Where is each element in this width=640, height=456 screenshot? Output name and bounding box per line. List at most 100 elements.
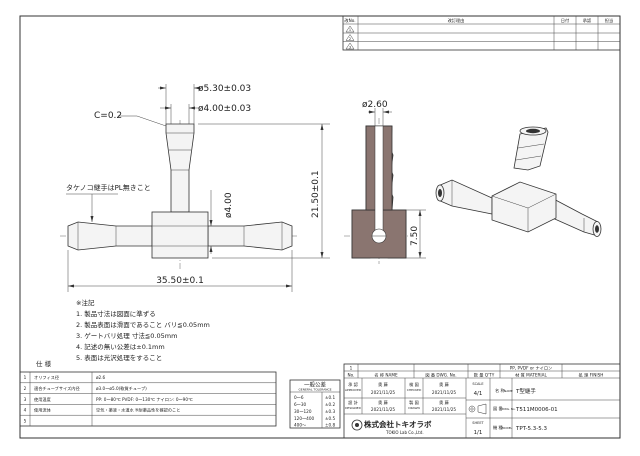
hdr-drawing: 図 番 DWG. No. [425, 372, 456, 379]
tol-range-5: 400〜 [294, 423, 306, 428]
rev-header-charge: 担当 [605, 17, 613, 24]
checked-label: 検 図 [409, 381, 419, 388]
spec-value-2: ø3.0〜ø5.0(軟質チューブ) [96, 385, 147, 392]
model-en: MODEL [502, 426, 513, 430]
parts-material-value: PP, PVDF or ナイロン [510, 366, 552, 372]
revision-triangle-2: 2 [345, 34, 355, 41]
note-5: 5. 表面は光沢処理をすること [76, 353, 162, 362]
spec-value-4: 空気・薬液・水道水 ※耐薬品性を確認のこと [96, 407, 180, 414]
svg-text:3: 3 [349, 45, 351, 49]
notes-block: ※注記 1. 製品寸法は図面に準ずる 2. 製品表面は滑面であること バリ≦0.… [76, 298, 210, 362]
front-view-dimensions: ø5.30±0.03 ø4.00±0.03 C=0.2 タケノコ継手はPL無きこ… [66, 84, 330, 292]
product-name: T型継手 [515, 387, 536, 395]
designed-label: 設 計 [348, 399, 358, 406]
dim-width: 35.50±0.1 [156, 276, 204, 286]
title-block: 1 PP, PVDF or ナイロン No. 名 称 NAME 図 番 DWG.… [343, 363, 621, 439]
tol-range-4: 120〜400 [294, 416, 315, 421]
spec-value-1: ø2.6 [96, 375, 106, 380]
designed-date: 2021/11/25 [371, 407, 395, 412]
drawn-date: 2021/11/25 [432, 407, 456, 412]
designed-sign: 奥 藤 [378, 399, 389, 406]
note-3: 3. ゲートバリ処理 寸法≦0.05mm [76, 331, 177, 340]
front-view [60, 120, 298, 270]
approved-en: APPROVED [345, 388, 362, 392]
dim-side-height: 7.50 [410, 226, 420, 246]
scale-label: SCALE [472, 382, 483, 386]
spec-title: 仕 様 [36, 359, 52, 368]
scale-value: 4/1 [474, 391, 483, 397]
name-label: 名 称 [495, 387, 505, 394]
checked-sign: 奥 藤 [439, 381, 450, 388]
tol-value-1: ±0.1 [325, 395, 336, 400]
rev-header-no: 改No. [344, 17, 355, 24]
tol-range-2: 6〜30 [294, 402, 307, 407]
projection-symbol-icon [468, 403, 487, 415]
approved-date: 2021/11/25 [371, 390, 395, 395]
tol-value-2: ±0.2 [325, 402, 336, 407]
spec-no-1: 1 [24, 375, 27, 380]
rev-header-reason: 改訂理由 [448, 17, 465, 24]
svg-text:2: 2 [349, 37, 351, 41]
tol-range-3: 30〜120 [294, 409, 312, 414]
designed-en: DESIGNED [345, 406, 361, 410]
dwg-label: 図 番 [493, 405, 504, 412]
sheet-label: SHEET [472, 421, 484, 425]
tolerance-subtitle: GENERAL TOLERANCE [298, 388, 331, 392]
hdr-no: No. [348, 373, 355, 378]
tol-value-5: ±0.8 [325, 423, 336, 428]
dim-body-dia: ø4.00 [224, 192, 234, 218]
company-logo [351, 419, 363, 431]
name-en: NAME [504, 389, 513, 393]
spec-no-2: 2 [24, 386, 27, 391]
checked-en: CHECKED [407, 388, 422, 392]
spec-value-3: PP: 0〜80℃ PVDF: 0〜130℃ ナイロン: 0〜90℃ [96, 397, 193, 403]
rev-header-approve: 承認 [583, 17, 592, 24]
dim-chamfer: C=0.2 [94, 111, 122, 121]
callout-text: タケノコ継手はPL無きこと [66, 183, 151, 192]
model-number: TPT-5.3-5.3 [515, 426, 547, 432]
tolerance-title: 一般公差 [304, 381, 327, 389]
parts-row-no: 1 [350, 366, 353, 371]
note-4: 4. 記述の無い公差は±0.1mm [76, 342, 165, 351]
note-2: 2. 製品表面は滑面であること バリ≦0.05mm [76, 320, 210, 329]
spec-table: 仕 様 1 オリフィス径 ø2.6 2 適合チューブサイズ内径 ø3.0〜ø5.… [19, 359, 277, 427]
dim-inner-dia: ø4.00±0.03 [198, 104, 251, 114]
drawn-en: DRAWN [408, 406, 419, 410]
side-section-view: ø2.60 7.50 [344, 100, 426, 264]
rev-header-date: 日付 [561, 17, 569, 24]
spec-label-4: 使用流体 [34, 407, 52, 414]
spec-label-1: オリフィス径 [34, 374, 59, 380]
drawn-sign: 奥 藤 [439, 399, 450, 406]
notes-title: ※注記 [76, 298, 95, 307]
hdr-material: 材 質 MATERIAL [515, 372, 547, 379]
dim-height: 21.50±0.1 [311, 170, 321, 218]
hdr-finish: 処 理 FINISH [579, 372, 604, 379]
dim-outer-dia: ø5.30±0.03 [198, 84, 251, 94]
tol-range-1: 0〜6 [294, 395, 304, 400]
revision-triangle-3: 3 [345, 42, 355, 49]
sheet-border [19, 15, 621, 439]
spec-label-3: 使用温度 [34, 396, 52, 403]
spec-no-4: 4 [24, 408, 27, 413]
spec-no-3: 3 [24, 397, 27, 402]
dwg-en: DWG. No. [502, 407, 516, 411]
tolerance-table: 一般公差 GENERAL TOLERANCE 0〜6 ±0.1 6〜30 ±0.… [289, 379, 341, 429]
dim-side-dia: ø2.60 [362, 100, 388, 110]
hdr-quantity: 数 量 Q'TY [474, 372, 495, 379]
spec-label-2: 適合チューブサイズ内径 [34, 385, 80, 392]
approved-sign: 奥 藤 [378, 381, 389, 388]
svg-text:1: 1 [349, 28, 351, 32]
model-label: 機 種 [493, 424, 504, 431]
isometric-view [435, 126, 602, 237]
spec-no-5: 5 [24, 419, 27, 424]
approved-label: 承 認 [348, 381, 359, 388]
checked-date: 2021/11/25 [432, 390, 456, 395]
revision-triangle-1: 1 [345, 25, 355, 33]
drawn-label: 製 図 [409, 399, 419, 406]
company-name-en: TOKIO Lab Co.,Ltd. [385, 430, 424, 435]
tol-value-4: ±0.5 [325, 416, 336, 421]
note-1: 1. 製品寸法は図面に準ずる [76, 309, 156, 318]
hdr-name: 名 称 NAME [374, 372, 398, 379]
sheet-value: 1/1 [474, 430, 483, 436]
